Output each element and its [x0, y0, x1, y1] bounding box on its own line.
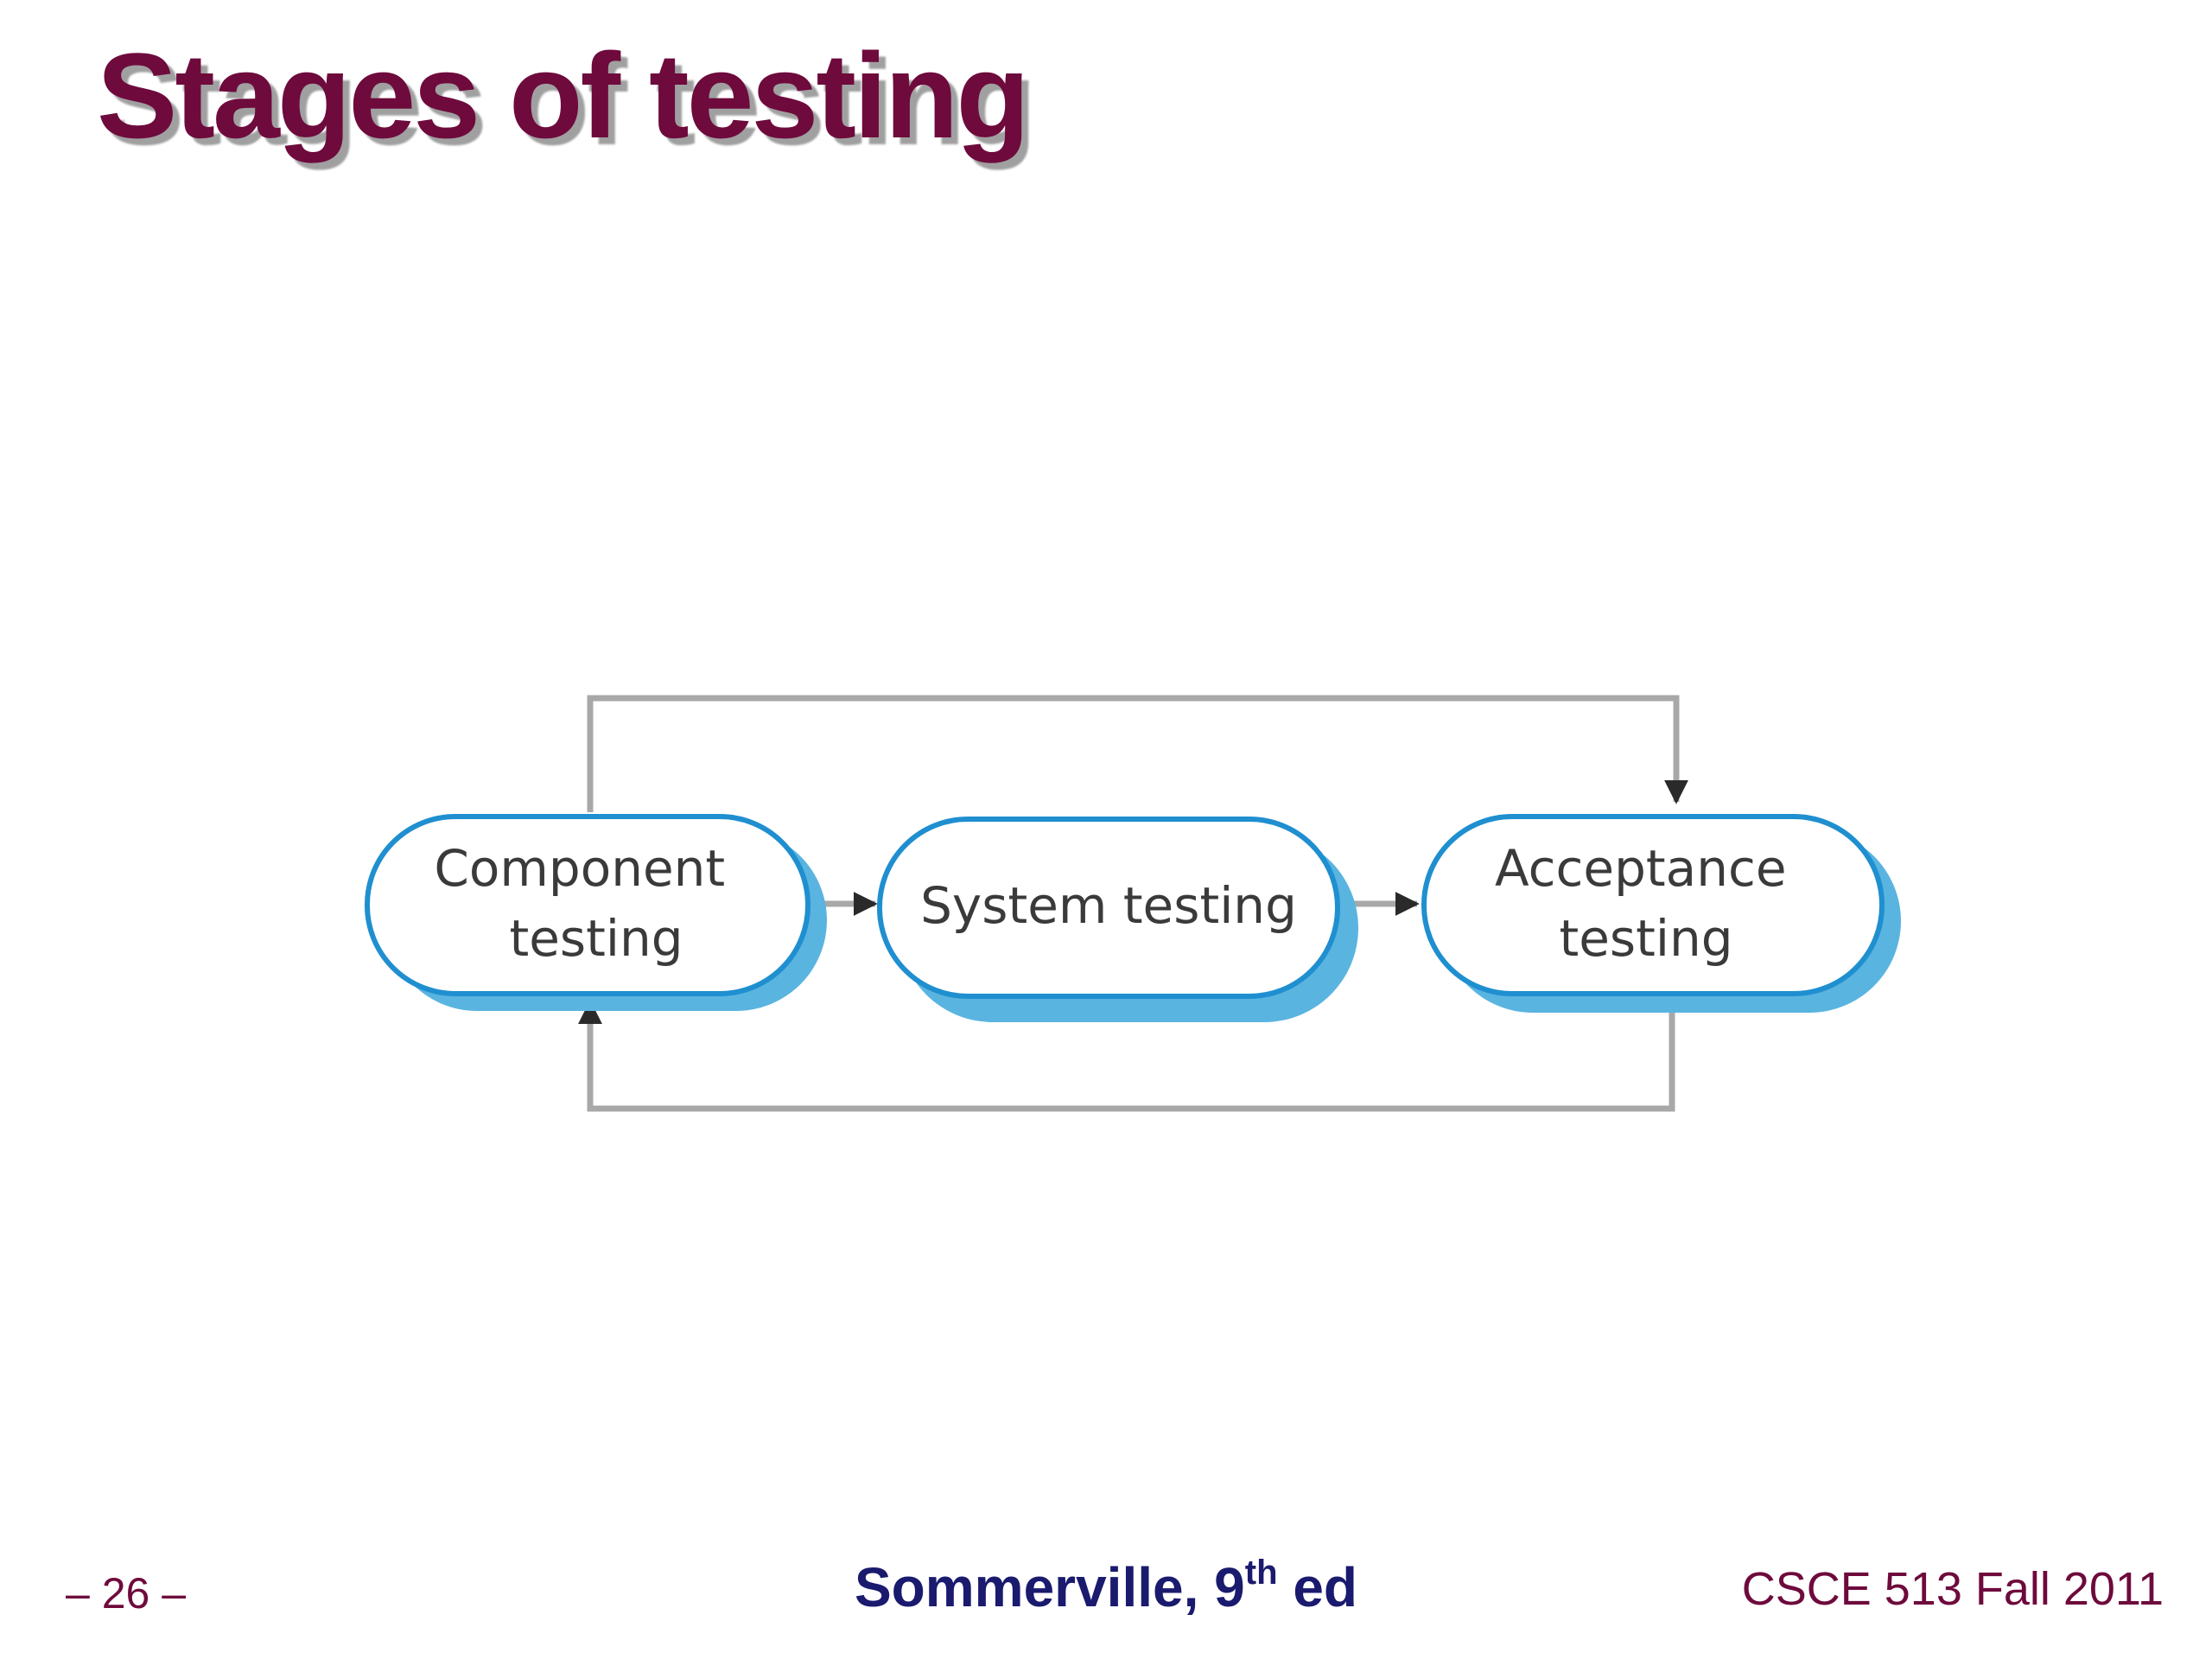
svg-text:Acceptance testing: Acceptance testing [1495, 839, 1802, 968]
node-acceptance-label-line-2: testing [1559, 909, 1732, 968]
node-acceptance-box [1421, 814, 1885, 996]
node-system-label-line-1: System testing [920, 876, 1297, 935]
node-component-label-line-1: Component [434, 839, 725, 898]
svg-text:System testing: System testing [920, 876, 1297, 935]
node-system-testing: System testing [877, 817, 1358, 1022]
node-acceptance-testing: Acceptance testing [1421, 814, 1901, 1013]
node-acceptance-label-line-1: Acceptance [1495, 839, 1787, 898]
node-system-box [877, 817, 1340, 999]
edge-component-to-acceptance [587, 695, 1688, 812]
node-component-label-line-2: testing [509, 909, 683, 968]
node-component-testing: Component testing [365, 814, 827, 1011]
source-citation: Sommerville, 9th ed [0, 1555, 2212, 1619]
slide-title: Stages of testing [97, 28, 1030, 163]
node-component-box [365, 814, 810, 996]
source-citation-tail: ed [1277, 1556, 1357, 1618]
page-number: – 26 – [66, 1569, 187, 1618]
source-citation-superscript: th [1244, 1554, 1278, 1592]
course-label: CSCE 513 Fall 2011 [1741, 1563, 2164, 1615]
svg-text:Component testing: Component testing [434, 839, 741, 968]
edge-acceptance-to-component [578, 992, 1675, 1112]
source-citation-main: Sommerville, 9 [854, 1556, 1245, 1618]
